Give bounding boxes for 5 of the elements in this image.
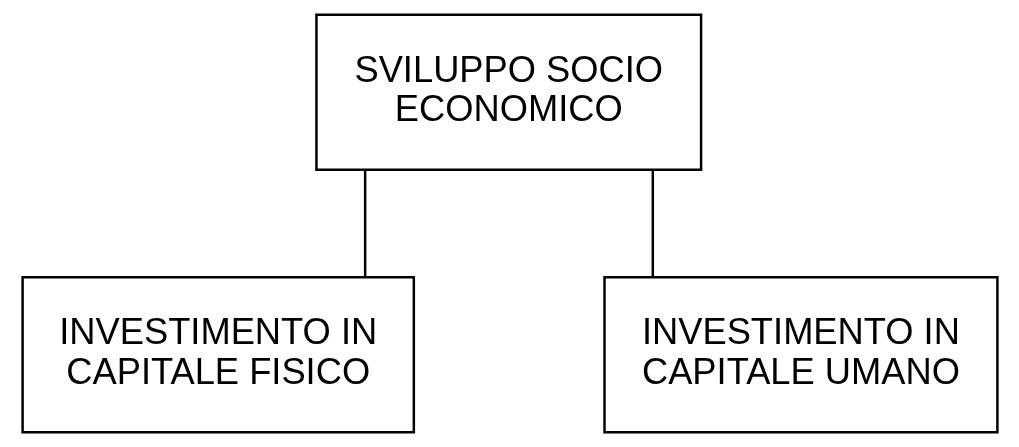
connector xyxy=(363,170,366,277)
connector xyxy=(651,170,654,277)
node-box: INVESTIMENTO IN CAPITALE FISICO xyxy=(20,275,415,434)
node-box: SVILUPPO SOCIO ECONOMICO xyxy=(314,13,702,172)
node-box: INVESTIMENTO IN CAPITALE UMANO xyxy=(602,275,999,434)
